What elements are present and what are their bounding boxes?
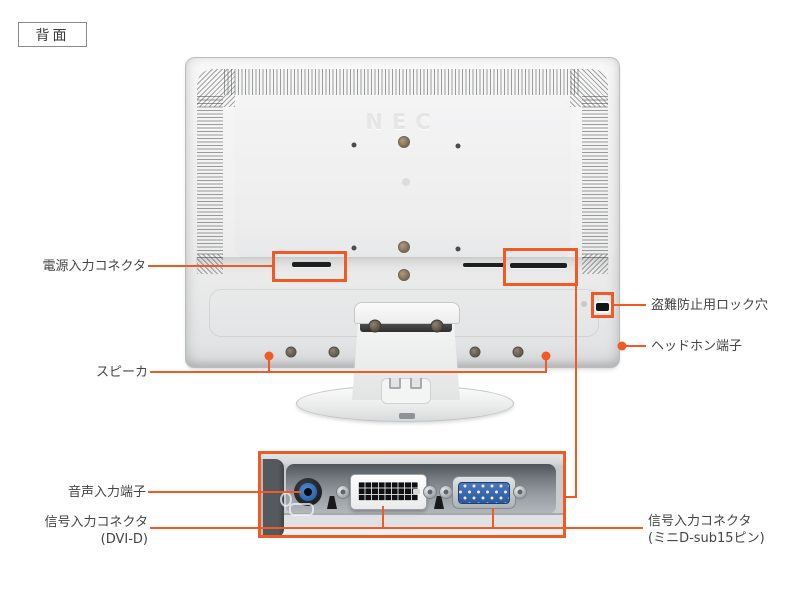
signal-connector-slot [463,263,506,267]
vesa-screw [398,136,410,148]
rear-label-text: 背面 [35,27,70,44]
label-speaker: スピーカ [95,365,148,380]
stand-hinge-cover [354,302,460,324]
back-screw [469,346,481,358]
callout-box-panel [258,451,566,538]
stand-base-notch [399,413,415,419]
hinge-screw [430,319,444,333]
back-screw [328,346,340,358]
callout-box-signal [503,248,578,286]
security-lock-slot [596,303,609,311]
cable-clip-notch [389,378,401,389]
monitor-back: NEC [185,57,620,368]
vesa-screw [398,241,410,253]
vesa-screw [455,143,461,149]
cable-clip-notch [410,378,422,389]
callout-line-audio [148,491,301,493]
dvi-d-connector [350,474,427,510]
label-vga: 信号入力コネクタ (ミニD-sub15ピン) [648,513,765,547]
label-dvi-line2: (DVI-D) [100,532,148,547]
label-dvi-line1: 信号入力コネクタ [44,515,148,530]
vesa-screw [398,269,410,281]
vga-pin-holes [458,482,510,504]
dvi-pin-grid [358,482,418,501]
oval-mark-icon [280,492,292,507]
panel-bottom-edge [258,513,566,538]
callout-line-signal-jog [564,496,577,498]
vent-corner-bottomright [582,254,608,274]
stand-silhouette [258,459,284,538]
rear-label-badge: 背面 [18,22,87,47]
hanging-hole-icon [434,496,444,509]
callout-riser-vga [492,508,494,529]
signal-connector-slot [510,263,567,268]
callout-line-headphone [625,345,646,347]
label-security-lock: 盗難防止用ロック穴 [651,298,769,313]
label-dvi: 信号入力コネクタ (DVI-D) [20,514,148,548]
label-vga-line2: (ミニD-sub15ピン) [648,531,765,546]
connector-panel-photo [258,451,566,538]
vesa-panel: NEC [236,96,569,257]
vesa-hole [402,178,410,186]
embossed-brand-logo: NEC [365,110,440,134]
vesa-screw [351,142,357,148]
callout-dot-speaker-left [264,351,274,361]
hex-nut [336,485,350,499]
vesa-screw [455,246,461,252]
vent-top [224,69,581,95]
label-headphone: ヘッドホン端子 [651,339,743,354]
vent-corner-topleft [197,69,235,107]
audio-jack-hole [304,488,312,496]
callout-dot-speaker-right [541,351,551,361]
pill-mark-icon [289,503,314,516]
callout-line-power [148,265,272,267]
back-screw [285,346,297,358]
vesa-screw [351,245,357,251]
callout-dot-headphone [617,341,627,351]
callout-line-signal-vertical [575,286,577,498]
back-screw [512,346,524,358]
vent-corner-bottomleft [197,254,223,274]
callout-box-power [272,251,347,282]
cable-clip [381,378,431,404]
callout-riser-dvi [382,506,384,529]
callout-box-lock [591,292,614,318]
vent-left [197,96,223,258]
callout-line-lock [614,304,646,306]
callout-line-speaker [150,371,547,373]
callout-riser-speaker-left [268,356,270,373]
label-power-input: 電源入力コネクタ [42,259,146,274]
vent-right [582,96,608,258]
hex-nut [513,485,527,499]
dvi-blade-slot [413,489,420,494]
power-inlet-slot [292,262,331,267]
callout-riser-speaker-right [545,356,547,373]
vent-corner-topright [570,69,608,107]
lock-keyhole-icon [581,301,587,307]
label-vga-line1: 信号入力コネクタ [648,514,752,529]
callout-line-signal-bottom [150,527,643,529]
hex-nut [423,485,437,499]
hinge-screw [368,319,382,333]
mini-dsub15-connector [452,476,516,509]
hanging-hole-icon [327,496,337,509]
label-audio-input: 音声入力端子 [67,485,146,500]
